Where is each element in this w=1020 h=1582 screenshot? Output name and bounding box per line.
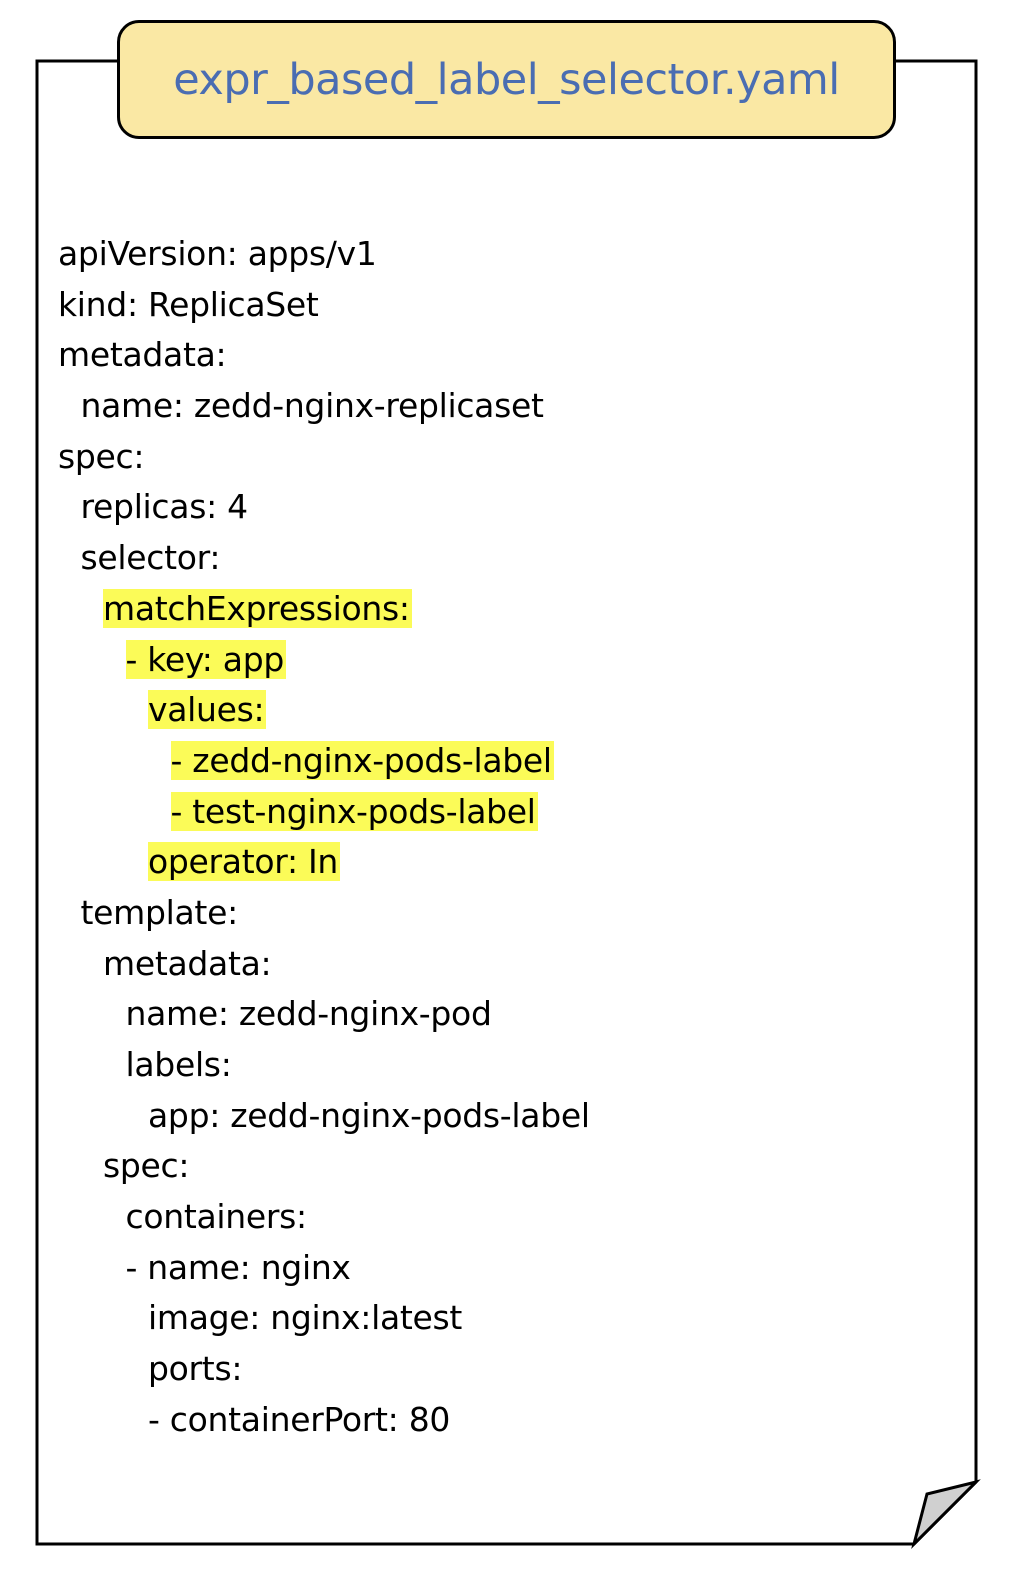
page-fold-corner	[911, 1479, 981, 1549]
code-text: selector:	[80, 538, 221, 578]
code-text: app: zedd-nginx-pods-label	[148, 1095, 590, 1135]
code-line: operator: In	[58, 837, 958, 888]
code-text: spec:	[58, 436, 145, 476]
code-text: image: nginx:latest	[148, 1298, 463, 1338]
highlighted-code-text: matchExpressions:	[103, 588, 412, 628]
code-text: name: zedd-nginx-pod	[125, 994, 492, 1034]
highlighted-code-text: values:	[148, 690, 267, 730]
code-text: name: zedd-nginx-replicaset	[80, 386, 544, 426]
code-line: - test-nginx-pods-label	[58, 787, 958, 838]
highlighted-code-text: - key: app	[125, 639, 286, 679]
code-text: - containerPort: 80	[148, 1399, 451, 1439]
code-line: spec:	[58, 1141, 958, 1192]
code-line: app: zedd-nginx-pods-label	[58, 1091, 958, 1142]
code-line: labels:	[58, 1040, 958, 1091]
code-line: kind: ReplicaSet	[58, 280, 958, 331]
code-line: selector:	[58, 533, 958, 584]
code-text: containers:	[125, 1197, 308, 1237]
highlighted-code-text: - test-nginx-pods-label	[170, 791, 538, 831]
code-text: metadata:	[58, 335, 227, 375]
code-line: replicas: 4	[58, 482, 958, 533]
code-line: values:	[58, 685, 958, 736]
code-line: name: zedd-nginx-replicaset	[58, 381, 958, 432]
code-line: name: zedd-nginx-pod	[58, 989, 958, 1040]
code-text: labels:	[125, 1045, 232, 1084]
code-text: apiVersion: apps/v1	[58, 234, 377, 273]
code-line: matchExpressions:	[58, 584, 958, 635]
code-line: containers:	[58, 1192, 958, 1243]
code-line: spec:	[58, 432, 958, 483]
code-line: image: nginx:latest	[58, 1293, 958, 1344]
code-text: spec:	[103, 1146, 190, 1186]
filename-tab: expr_based_label_selector.yaml	[117, 20, 896, 139]
code-text: metadata:	[103, 943, 272, 983]
code-line: - zedd-nginx-pods-label	[58, 736, 958, 787]
code-line: metadata:	[58, 939, 958, 990]
highlighted-code-text: - zedd-nginx-pods-label	[170, 740, 554, 780]
code-line: - key: app	[58, 635, 958, 686]
code-text: ports:	[148, 1349, 243, 1389]
code-text: template:	[80, 892, 239, 932]
code-text: kind: ReplicaSet	[58, 284, 319, 324]
code-line: - containerPort: 80	[58, 1395, 958, 1446]
filename-title: expr_based_label_selector.yaml	[173, 54, 840, 105]
code-line: template:	[58, 888, 958, 939]
code-line: - name: nginx	[58, 1243, 958, 1294]
code-text: - name: nginx	[125, 1247, 351, 1287]
code-line: ports:	[58, 1344, 958, 1395]
code-line: apiVersion: apps/v1	[58, 229, 958, 280]
code-text: replicas: 4	[80, 487, 249, 527]
highlighted-code-text: operator: In	[148, 842, 341, 882]
code-line: metadata:	[58, 330, 958, 381]
yaml-code-block: apiVersion: apps/v1 kind: ReplicaSet metad…	[58, 229, 958, 1446]
